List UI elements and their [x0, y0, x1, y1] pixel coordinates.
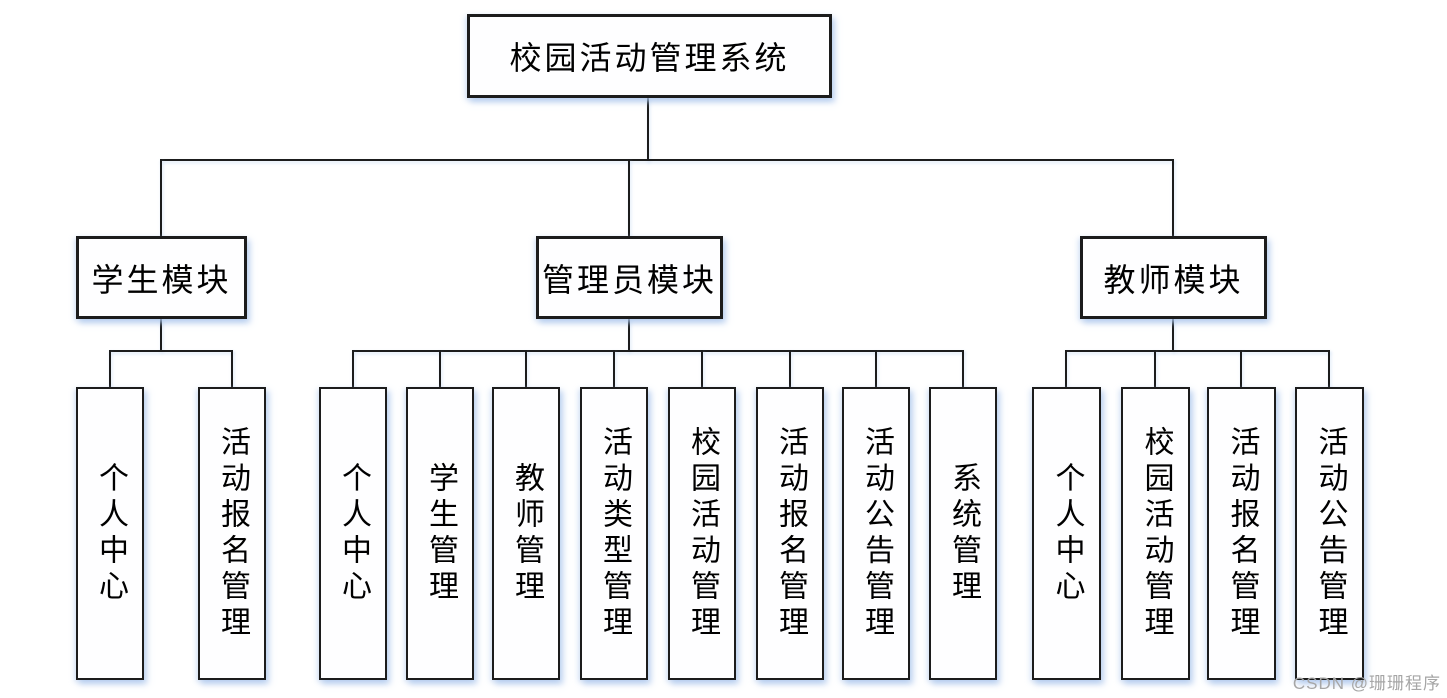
node-root: 校园活动管理系统: [467, 14, 832, 98]
connector-line: [1172, 318, 1174, 351]
connector-line: [1065, 350, 1067, 388]
connector-line: [352, 350, 354, 388]
connector-line: [160, 159, 162, 237]
node-root-label: 校园活动管理系统: [509, 40, 790, 76]
connector-line: [1172, 159, 1174, 237]
connector-line: [109, 350, 111, 388]
connector-line: [160, 318, 162, 351]
connector-line: [701, 350, 703, 388]
connector-line: [352, 350, 964, 352]
connector-line: [1154, 350, 1156, 388]
leaf-teacher-campus-activity-mgmt: 校园活动管理: [1121, 387, 1190, 680]
node-module-admin: 管理员模块: [536, 236, 723, 319]
leaf-teacher-activity-notice-mgmt: 活动公告管理: [1295, 387, 1364, 680]
connector-line: [1240, 350, 1242, 388]
connector-line: [789, 350, 791, 388]
leaf-admin-activity-notice-mgmt: 活动公告管理: [842, 387, 910, 680]
connector-line: [439, 350, 441, 388]
leaf-student-personal-center: 个人中心: [76, 387, 144, 680]
node-module-student: 学生模块: [76, 236, 247, 319]
connector-line: [647, 97, 649, 161]
node-module-teacher: 教师模块: [1080, 236, 1267, 319]
leaf-admin-student-mgmt: 学生管理: [406, 387, 474, 680]
leaf-teacher-activity-registration-mgmt: 活动报名管理: [1207, 387, 1276, 680]
node-module-teacher-label: 教师模块: [1103, 261, 1244, 298]
leaf-admin-campus-activity-mgmt: 校园活动管理: [668, 387, 736, 680]
connector-line: [962, 350, 964, 388]
leaf-admin-teacher-mgmt: 教师管理: [492, 387, 560, 680]
node-module-admin-label: 管理员模块: [541, 261, 717, 298]
node-module-student-label: 学生模块: [91, 261, 232, 298]
leaf-admin-activity-type-mgmt: 活动类型管理: [580, 387, 648, 680]
leaf-student-activity-registration-mgmt: 活动报名管理: [198, 387, 266, 680]
connector-line: [1328, 350, 1330, 388]
watermark: CSDN @珊珊程序: [1292, 674, 1441, 693]
connector-line: [109, 350, 233, 352]
connector-line: [613, 350, 615, 388]
connector-line: [525, 350, 527, 388]
leaf-teacher-personal-center: 个人中心: [1032, 387, 1101, 680]
connector-line: [231, 350, 233, 388]
connector-line: [160, 159, 1174, 161]
connector-line: [628, 159, 630, 237]
leaf-admin-system-mgmt: 系统管理: [929, 387, 997, 680]
connector-line: [628, 318, 630, 351]
connector-line: [875, 350, 877, 388]
leaf-admin-activity-registration-mgmt: 活动报名管理: [756, 387, 824, 680]
connector-line: [1065, 350, 1330, 352]
leaf-admin-personal-center: 个人中心: [319, 387, 387, 680]
